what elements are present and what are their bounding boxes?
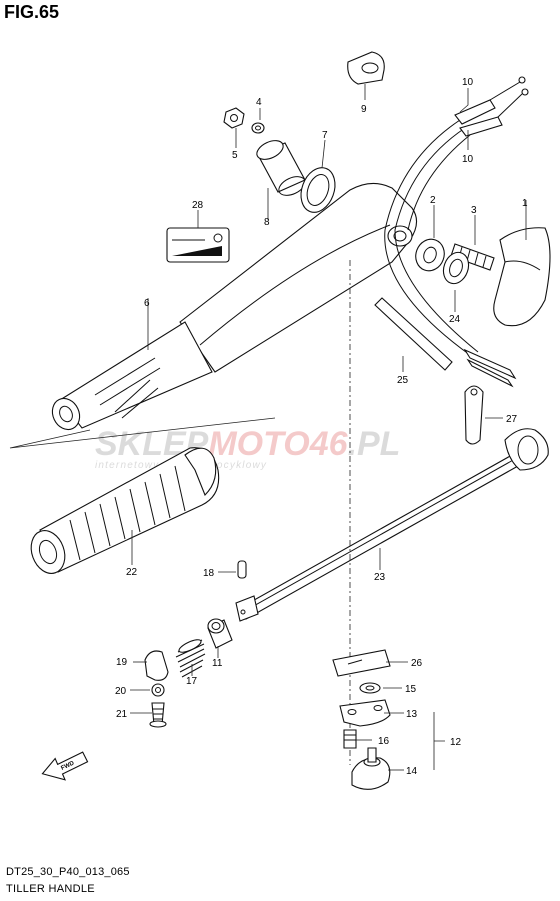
callout-28: 28: [192, 200, 204, 211]
callout-2: 2: [430, 195, 436, 206]
callout-5: 5: [232, 150, 238, 161]
callout-20: 20: [115, 686, 127, 697]
washer-24: [442, 251, 470, 285]
callout-7: 7: [322, 130, 328, 141]
callout-14: 14: [406, 766, 418, 777]
drawing-title: TILLER HANDLE: [6, 883, 95, 895]
callout-16: 16: [378, 736, 390, 747]
pin: [237, 560, 247, 579]
callout-4: 4: [256, 97, 262, 108]
watermark: SKLEPMOTO46.PL internetowy sklep motocyk…: [95, 425, 400, 471]
drawing-code: DT25_30_P40_013_065: [6, 866, 130, 878]
lock-washer: [151, 683, 165, 697]
throttle-cables: [384, 76, 529, 388]
cable-tube: [374, 297, 453, 371]
callout-18: 18: [203, 568, 215, 579]
callout-12: 12: [450, 737, 462, 748]
callout-15: 15: [405, 684, 417, 695]
bushing: [256, 140, 306, 196]
washer-small: [251, 122, 265, 134]
bolt-16: [343, 729, 357, 749]
callout-25: 25: [397, 375, 409, 386]
washer-2: [415, 238, 445, 272]
callout-24: 24: [449, 314, 461, 325]
callout-3: 3: [471, 205, 477, 216]
throttle-grip: [30, 447, 220, 574]
callout-17: 17: [186, 676, 198, 687]
warning-label: [166, 227, 230, 263]
grommet: [347, 51, 385, 85]
spring: [175, 639, 206, 678]
svg-text:SKLEPMOTO46.PL: SKLEPMOTO46.PL: [95, 425, 400, 463]
washer-15: [359, 682, 381, 694]
tiller-arm-assembly: [51, 182, 418, 431]
friction-plate-13: [339, 699, 391, 727]
callout-10b: 10: [462, 154, 474, 165]
throttle-rod: [235, 428, 549, 622]
callout-13: 13: [406, 709, 418, 720]
screw-21: [149, 702, 167, 728]
knob-14: [351, 747, 391, 790]
callout-9: 9: [361, 104, 367, 115]
callout-21: 21: [116, 709, 128, 720]
callout-10a: 10: [462, 77, 474, 88]
cover-part: [493, 227, 551, 327]
cable-bracket: [464, 385, 484, 445]
callout-19: 19: [116, 657, 128, 668]
callout-8: 8: [264, 217, 270, 228]
friction-block: [144, 650, 169, 681]
callout-numbers: 1 2 3 4 5 6 7 8 9 10 10 11 12 13 14 15 1…: [115, 77, 528, 777]
figure-label: FIG.65: [4, 2, 60, 22]
callout-27: 27: [506, 414, 518, 425]
plate-26: [332, 649, 391, 677]
nut: [223, 107, 245, 129]
leader-lines: [130, 84, 527, 771]
assembly-indicator-line: [9, 417, 276, 449]
callout-23: 23: [374, 572, 386, 583]
ring-seal: [300, 167, 336, 213]
watermark-text-d: .PL: [348, 425, 401, 463]
watermark-text-c: 46: [309, 425, 349, 463]
callout-1: 1: [522, 198, 528, 209]
watermark-text-b: MOTO: [208, 425, 309, 463]
fwd-arrow-icon: FWD: [41, 751, 89, 781]
callout-26: 26: [411, 658, 423, 669]
callout-6: 6: [144, 298, 150, 309]
collar-11: [207, 618, 233, 649]
callout-11: 11: [212, 658, 223, 669]
fwd-label: FWD: [60, 760, 76, 771]
callout-22: 22: [126, 567, 138, 578]
